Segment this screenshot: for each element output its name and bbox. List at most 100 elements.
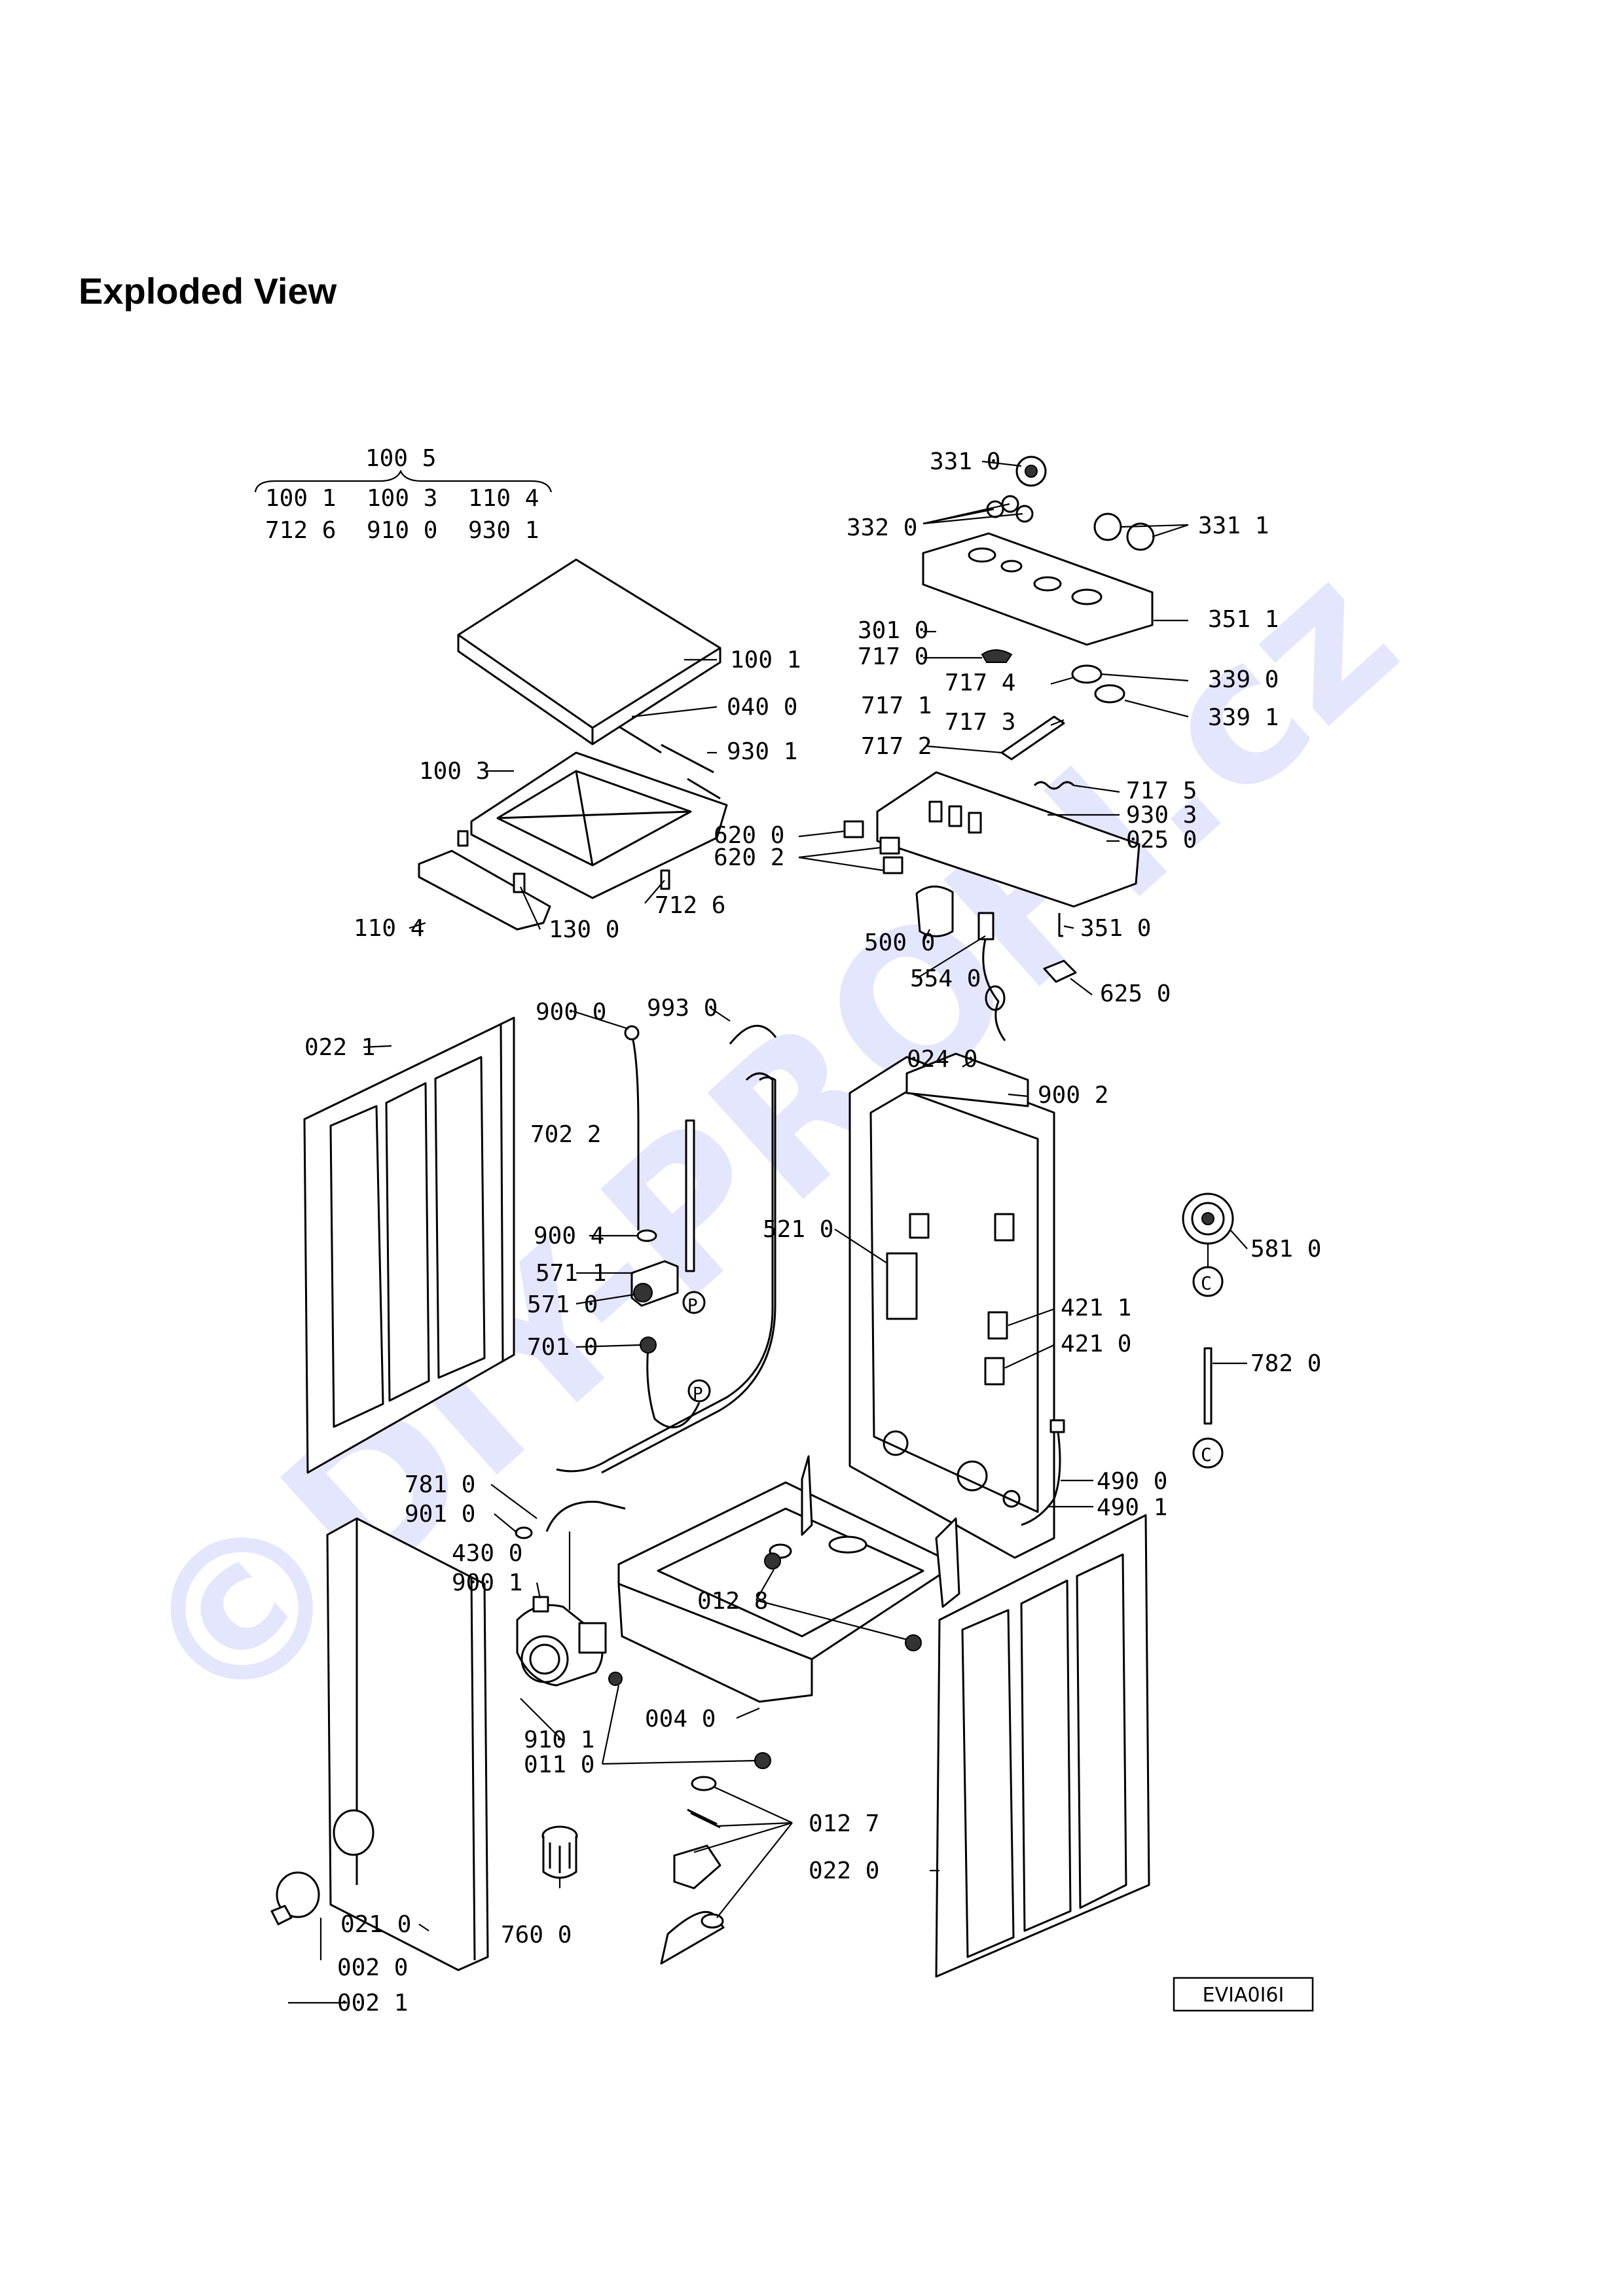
label-571-0: 571 0 (527, 1291, 598, 1318)
selector-knob (1093, 512, 1122, 541)
label-717-5: 717 5 (1126, 778, 1197, 804)
filter-cap-760 (541, 1825, 578, 1879)
label-331-1: 331 1 (1198, 512, 1269, 539)
label-490-1: 490 1 (1097, 1494, 1167, 1521)
label-339-0: 339 0 (1208, 666, 1279, 693)
relay-421-0 (984, 1357, 1005, 1386)
label-620-2: 620 2 (714, 844, 784, 871)
top-rail (905, 1052, 1029, 1107)
label-002-1: 002 1 (337, 1990, 408, 2017)
drain-pump (516, 1596, 623, 1687)
mains-cable-490 (1021, 1426, 1061, 1526)
label-022-0: 022 0 (809, 1857, 879, 1884)
callout-p-2 (687, 1379, 711, 1403)
pulley-group: C C (1182, 1193, 1234, 1469)
kit-label-1104: 110 4 (468, 485, 539, 512)
kit-header: 100 5 100 1 100 3 110 4 712 6 910 0 930 … (254, 445, 553, 544)
label-571-1: 571 1 (536, 1260, 606, 1287)
label-430-0: 430 0 (452, 1540, 522, 1567)
foot-012-8a (764, 1552, 781, 1570)
hose-900-0 (630, 1033, 640, 1230)
label-717-0: 717 0 (858, 643, 928, 670)
label-930-3: 930 3 (1126, 802, 1197, 829)
label-040-0: 040 0 (727, 694, 797, 721)
label-012-7: 012 7 (809, 1810, 879, 1837)
front-panel (270, 1517, 489, 1971)
label-331-0: 331 0 (930, 448, 1000, 475)
label-421-1: 421 1 (1061, 1295, 1131, 1321)
callout-c-2 (1192, 1437, 1224, 1469)
top-lid (457, 558, 721, 729)
left-side-panel (303, 1016, 515, 1474)
svg-text:C: C (1201, 1272, 1212, 1294)
label-717-3: 717 3 (945, 709, 1015, 736)
label-993-0: 993 0 (647, 995, 718, 1022)
right-side-panel (935, 1514, 1150, 1978)
kit-label-9100: 910 0 (367, 517, 437, 544)
foot-011-0 (754, 1752, 771, 1769)
service-door (276, 1871, 320, 1918)
top-frame (470, 751, 728, 899)
label-782-0: 782 0 (1250, 1350, 1321, 1377)
kit-label-7126: 712 6 (265, 517, 336, 544)
label-712-6: 712 6 (655, 892, 725, 919)
leader-lines (288, 460, 1248, 2004)
label-781-0: 781 0 (405, 1471, 475, 1498)
kit-label-9301: 930 1 (468, 517, 539, 544)
label-521-0: 521 0 (763, 1216, 833, 1243)
label-012-8: 012 8 (697, 1588, 768, 1615)
clip-part (513, 872, 526, 893)
label-100-1: 100 1 (730, 647, 801, 673)
label-021-0: 021 0 (340, 1911, 411, 1938)
label-024-0: 024 0 (907, 1046, 977, 1073)
drawing-code: EVIA0I6I (1173, 1977, 1314, 2012)
label-130-0: 130 0 (549, 916, 619, 943)
kit-label-1001: 100 1 (265, 485, 336, 512)
label-554-0: 554 0 (910, 965, 981, 992)
label-100-3: 100 3 (419, 758, 490, 785)
label-110-4: 110 4 (354, 915, 424, 942)
label-702-2: 702 2 (530, 1121, 601, 1148)
label-500-0: 500 0 (864, 929, 935, 956)
label-301-0: 301 0 (858, 617, 928, 644)
label-717-4: 717 4 (945, 670, 1015, 696)
drawing-code-text: EVIA0I6I (1203, 1984, 1285, 2007)
label-351-1: 351 1 (1208, 606, 1279, 633)
page-title: Exploded View (79, 270, 337, 312)
front-trim (418, 850, 551, 931)
pin-351-0 (1058, 913, 1063, 937)
kit-label-1003: 100 3 (367, 485, 437, 512)
top-lid-assembly (418, 558, 728, 931)
label-421-0: 421 0 (1061, 1331, 1131, 1357)
knob-339-0 (1071, 664, 1103, 684)
label-717-1: 717 1 (861, 692, 932, 719)
control-frame (876, 771, 1140, 908)
control-panel-assembly (843, 456, 1155, 1041)
svg-text:P: P (687, 1296, 698, 1316)
knob-339-1 (1094, 684, 1125, 704)
rear-frame (848, 1052, 1065, 1559)
label-339-1: 339 1 (1208, 704, 1279, 731)
filter-554 (977, 912, 994, 941)
label-004-0: 004 0 (645, 1706, 716, 1732)
label-490-0: 490 0 (1097, 1468, 1167, 1495)
base-frame (617, 1455, 960, 1769)
label-901-0: 901 0 (405, 1501, 475, 1528)
label-620-0: 620 0 (714, 822, 784, 849)
inlet-hose (646, 1346, 701, 1429)
label-900-1: 900 1 (452, 1570, 522, 1596)
label-900-2: 900 2 (1038, 1082, 1108, 1109)
connector-620-2 (879, 836, 900, 855)
label-002-0: 002 0 (337, 1954, 408, 1981)
label-351-0: 351 0 (1080, 915, 1151, 942)
label-910-1: 910 1 (524, 1727, 594, 1753)
drain-hose (556, 1024, 777, 1473)
svg-text:C: C (1201, 1444, 1212, 1465)
clamp-900-4 (636, 1229, 657, 1242)
part-labels: 331 0 332 0 331 1 301 0 351 1 717 0 717 … (304, 448, 1321, 2017)
label-332-0: 332 0 (847, 514, 917, 541)
rod-702-2 (685, 1119, 695, 1272)
seal-strip (618, 725, 721, 800)
label-022-1: 022 1 (304, 1034, 375, 1061)
